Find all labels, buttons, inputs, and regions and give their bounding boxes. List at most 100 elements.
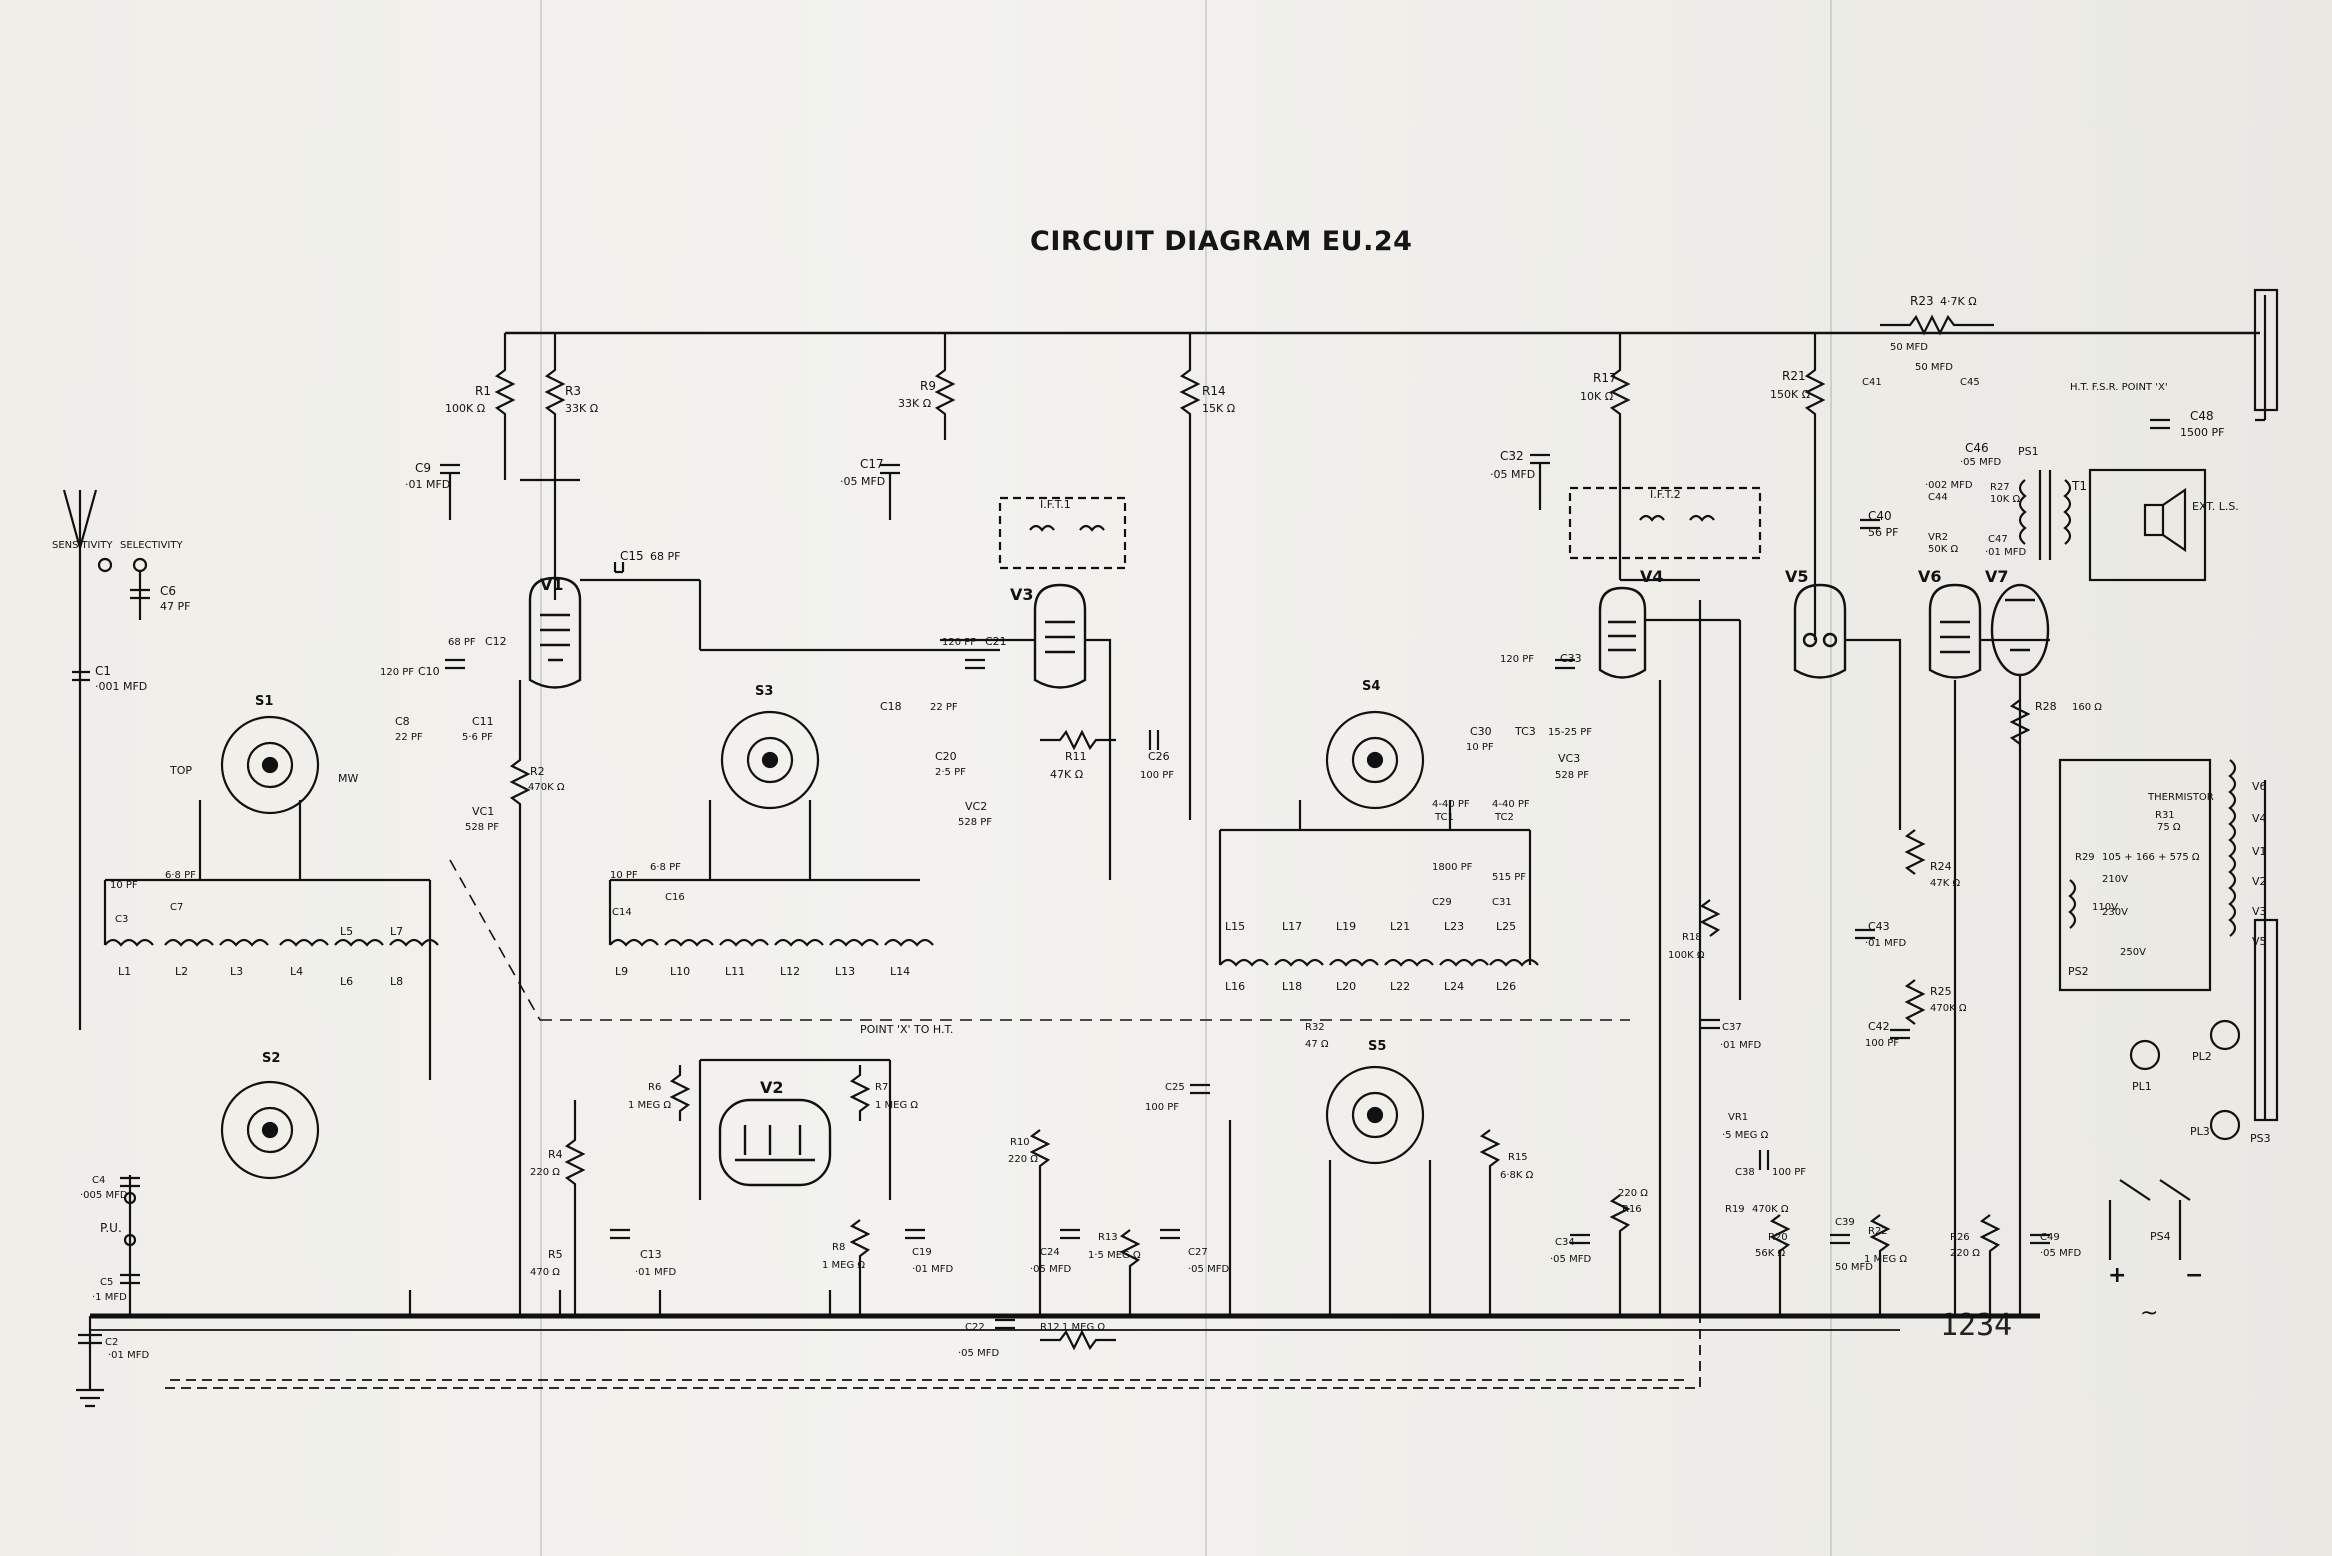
terminal-strip-top bbox=[2253, 288, 2279, 412]
heater-v3: V3 bbox=[2252, 905, 2267, 918]
r15-ref: R15 bbox=[1508, 1152, 1528, 1163]
c1-ref: C1 bbox=[95, 664, 111, 678]
r8-value: 1 MEG Ω bbox=[822, 1260, 865, 1271]
c19-value: ·01 MFD bbox=[912, 1264, 953, 1275]
ac-symbol: ~ bbox=[2140, 1301, 2158, 1326]
valve-v3 bbox=[1033, 583, 1087, 689]
c39-ref: C39 bbox=[1835, 1217, 1855, 1228]
r12-ref: R12 bbox=[1040, 1322, 1060, 1333]
c22-ref: C22 bbox=[965, 1322, 985, 1333]
r22-ref: R22 bbox=[1868, 1226, 1888, 1237]
v7-label: V7 bbox=[1985, 567, 2009, 586]
coil-l19-label: L19 bbox=[1336, 920, 1356, 933]
switch-s4 bbox=[1325, 710, 1425, 810]
coil-l8-label: L8 bbox=[390, 975, 403, 988]
coil-l10-label: L10 bbox=[670, 965, 690, 978]
pu-note: P.U. bbox=[100, 1221, 122, 1235]
resistor-r17 bbox=[1609, 333, 1631, 580]
r16-value: 220 Ω bbox=[1618, 1188, 1648, 1199]
c22-value: ·05 MFD bbox=[958, 1348, 999, 1359]
r14-ref: R14 bbox=[1202, 384, 1226, 398]
coil-bank-aerial bbox=[103, 800, 439, 1080]
pilot-lamp-pl2 bbox=[2209, 1019, 2241, 1051]
c34-ref: C34 bbox=[1555, 1237, 1575, 1248]
c46-value: ·05 MFD bbox=[1960, 457, 2001, 468]
aerial-icon bbox=[62, 489, 98, 680]
resistor-r12 bbox=[1040, 1329, 1116, 1351]
r29-ref: R29 bbox=[2075, 852, 2095, 863]
c33-ref: C33 bbox=[1560, 652, 1582, 665]
earth-icon bbox=[76, 1316, 104, 1408]
c44-ref: C44 bbox=[1928, 492, 1948, 503]
tap-110v: 110V bbox=[2092, 902, 2118, 913]
r24-value: 47K Ω bbox=[1930, 878, 1960, 889]
capacitor-group bbox=[72, 418, 2170, 1345]
heater-v5: V5 bbox=[2252, 935, 2267, 948]
ift2-can bbox=[1568, 486, 1762, 560]
r26-value: 220 Ω bbox=[1950, 1248, 1980, 1259]
r26-ref: R26 bbox=[1950, 1232, 1970, 1243]
coil-l12-label: L12 bbox=[780, 965, 800, 978]
ht-fuse-note: H.T. F.S.R. POINT 'X' bbox=[2070, 382, 2168, 393]
c18-value: 22 PF bbox=[930, 702, 958, 713]
c5-value: ·1 MFD bbox=[92, 1292, 127, 1303]
c40-value: 56 PF bbox=[1868, 526, 1898, 539]
c25-ref: C25 bbox=[1165, 1082, 1185, 1093]
c17-ref: C17 bbox=[860, 457, 884, 471]
resistor-r21 bbox=[1804, 333, 1826, 590]
c27-value: ·05 MFD bbox=[1188, 1264, 1229, 1275]
c42-value: 100 PF bbox=[1865, 1038, 1899, 1049]
heater-v6: V6 bbox=[2252, 780, 2267, 793]
resistor-r11 bbox=[1040, 729, 1116, 751]
r8-ref: R8 bbox=[832, 1242, 845, 1253]
resistor-r14 bbox=[1179, 333, 1201, 740]
c29-ref: C29 bbox=[1432, 897, 1452, 908]
c10-ref: C10 bbox=[418, 665, 440, 678]
vr1-value: ·5 MEG Ω bbox=[1722, 1130, 1769, 1141]
r20-value: 56K Ω bbox=[1755, 1248, 1785, 1259]
c20-ref: C20 bbox=[935, 750, 957, 763]
c2-value: ·01 MFD bbox=[108, 1350, 149, 1361]
pilot-lamp-pl1 bbox=[2129, 1039, 2161, 1071]
c10-value: 120 PF bbox=[380, 667, 414, 678]
valve-v2 bbox=[718, 1098, 832, 1187]
valve-v1 bbox=[528, 576, 582, 689]
r1-ref: R1 bbox=[475, 384, 491, 398]
c30-ref: C30 bbox=[1470, 725, 1492, 738]
r18-value: 100K Ω bbox=[1668, 950, 1705, 961]
resistor-r22 bbox=[1869, 1214, 1891, 1316]
c38-ref: C38 bbox=[1735, 1167, 1755, 1178]
r1-value: 100K Ω bbox=[445, 402, 485, 415]
switch-s2 bbox=[220, 1080, 320, 1180]
coil-l20-label: L20 bbox=[1336, 980, 1356, 993]
tap-210v: 210V bbox=[2102, 874, 2128, 885]
c48-ref: C48 bbox=[2190, 409, 2214, 423]
v3-label: V3 bbox=[1010, 585, 1034, 604]
c15-value: 68 PF bbox=[650, 550, 680, 563]
c3-ref: C3 bbox=[115, 914, 128, 925]
c7-ref: C7 bbox=[170, 902, 183, 913]
c25-value: 100 PF bbox=[1145, 1102, 1179, 1113]
minus-terminal: − bbox=[2185, 1263, 2203, 1288]
screened-lead bbox=[165, 1290, 1701, 1389]
c45-ref: C45 bbox=[1960, 377, 1980, 388]
vc3-ref: VC3 bbox=[1558, 752, 1580, 765]
r7-ref: R7 bbox=[875, 1082, 888, 1093]
r7-value: 1 MEG Ω bbox=[875, 1100, 918, 1111]
coil-l11-label: L11 bbox=[725, 965, 745, 978]
tc2-value: 4-40 PF bbox=[1492, 799, 1530, 810]
coil-l15-label: L15 bbox=[1225, 920, 1245, 933]
r31-ref: R31 bbox=[2155, 810, 2175, 821]
c11-value: 5·6 PF bbox=[462, 732, 493, 743]
r22-value: 1 MEG Ω bbox=[1864, 1254, 1907, 1265]
r3-value: 33K Ω bbox=[565, 402, 598, 415]
resistor-r6 bbox=[669, 1065, 691, 1121]
s1-label: S1 bbox=[255, 694, 273, 709]
r19-value: 470K Ω bbox=[1752, 1204, 1789, 1215]
c43-ref: C43 bbox=[1868, 920, 1890, 933]
r23-ref: R23 bbox=[1910, 294, 1934, 308]
plug-pl1: PL1 bbox=[2132, 1080, 2152, 1093]
coil-l17-label: L17 bbox=[1282, 920, 1302, 933]
r17-value: 10K Ω bbox=[1580, 390, 1613, 403]
resistor-r26 bbox=[1979, 1214, 2001, 1316]
